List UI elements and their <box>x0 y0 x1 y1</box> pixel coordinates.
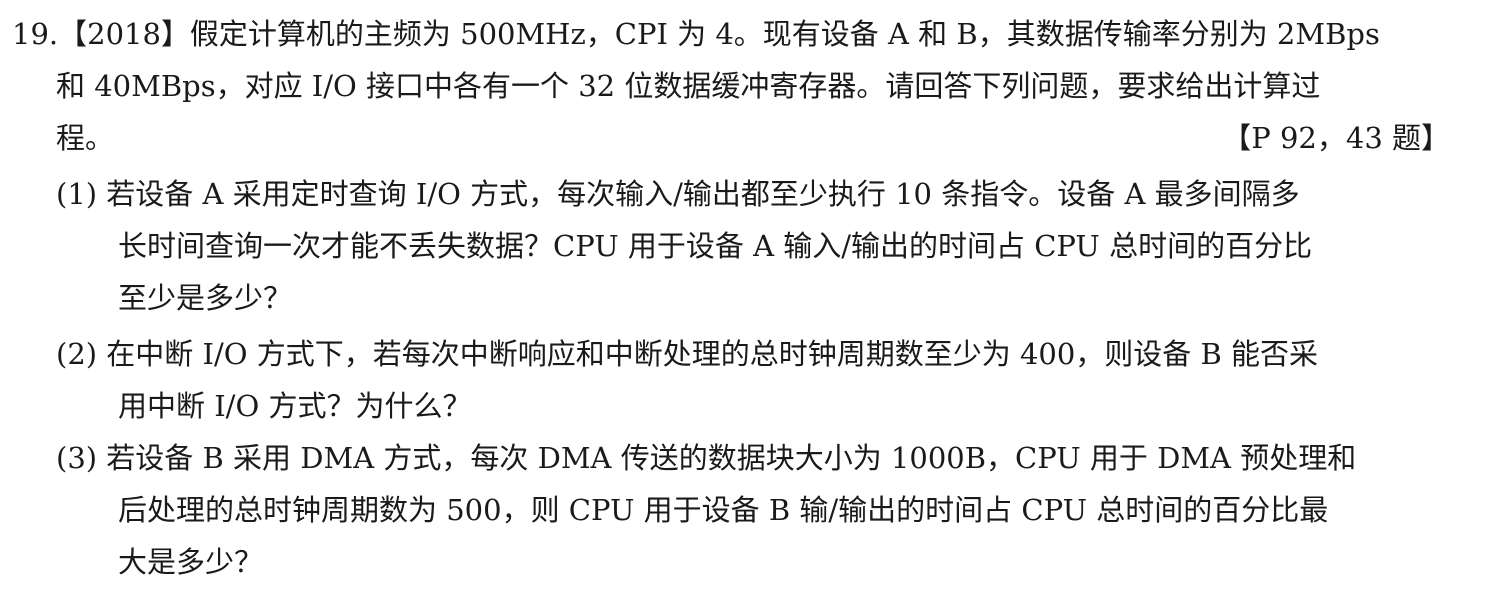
subquestion-2-line-2: 用中断 I/O 方式？为什么？ <box>118 389 472 423</box>
question-line-3: 程。 <box>56 121 115 155</box>
question-line-2: 和 40MBps，对应 I/O 接口中各有一个 32 位数据缓冲寄存器。请回答下… <box>56 69 1321 103</box>
subquestion-3-line-2: 后处理的总时钟周期数为 500，则 CPU 用于设备 B 输/输出的时间占 CP… <box>118 493 1329 527</box>
question-reference: 【P 92，43 题】 <box>1222 121 1450 155</box>
subquestion-3-line-1: (3) 若设备 B 采用 DMA 方式，每次 DMA 传送的数据块大小为 100… <box>56 441 1357 475</box>
subquestion-1-line-3: 至少是多少？ <box>118 281 293 315</box>
subquestion-1-line-2: 长时间查询一次才能不丢失数据？CPU 用于设备 A 输入/输出的时间占 CPU … <box>118 229 1313 263</box>
question-line-1: 19.【2018】假定计算机的主频为 500MHz，CPI 为 4。现有设备 A… <box>12 17 1380 51</box>
subquestion-2-line-1: (2) 在中断 I/O 方式下，若每次中断响应和中断处理的总时钟周期数至少为 4… <box>56 337 1319 371</box>
subquestion-3-line-3: 大是多少？ <box>118 545 264 579</box>
subquestion-1-line-1: (1) 若设备 A 采用定时查询 I/O 方式，每次输入/输出都至少执行 10 … <box>56 177 1300 211</box>
